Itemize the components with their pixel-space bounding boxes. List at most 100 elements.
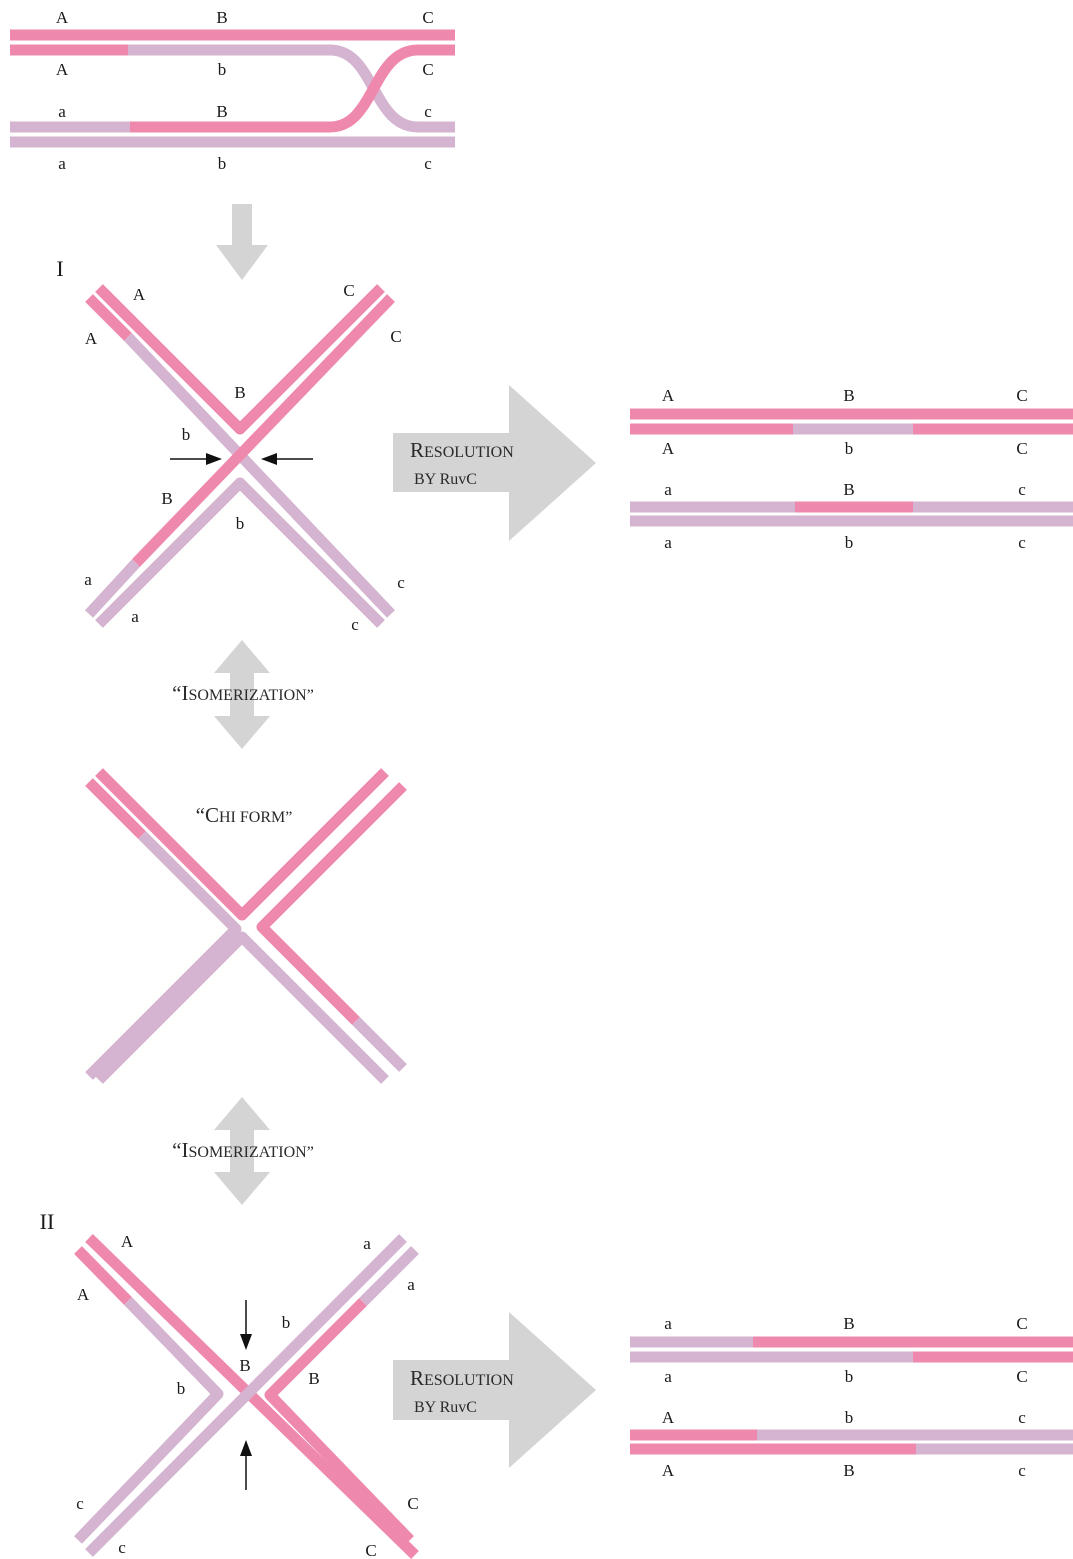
prod-II-r1-1: a [664, 1314, 672, 1333]
resolution-II-products [630, 1336, 1073, 1455]
resolution-I-products [630, 408, 1073, 527]
resolution-II-label: RESOLUTION [410, 1366, 514, 1390]
resolution-I-arrow-icon [393, 385, 596, 541]
form-I-center-bottom: b [236, 514, 245, 533]
form-I-label: I [56, 256, 63, 281]
prod-I-r4-1: a [664, 533, 672, 552]
prod-II-r2-3: C [1016, 1367, 1027, 1386]
top-s2-label-2: b [218, 60, 227, 79]
top-s1-label-1: A [56, 8, 69, 27]
form-I-left-inner-pink [85, 294, 132, 341]
chi-bottom-lavender [95, 931, 389, 1084]
strand-3-crossover [130, 44, 455, 133]
form-II-diagonal-lavender [85, 1234, 407, 1557]
prod-I-r3-2: B [843, 480, 854, 499]
form-I-ur-inner: C [390, 327, 401, 346]
form-II-label: II [40, 1209, 55, 1234]
prod-II-r1-2: B [843, 1314, 854, 1333]
prod-II-r2-2: b [845, 1367, 854, 1386]
isomerization-2-label: “ISOMERIZATION” [172, 1138, 314, 1162]
top-s1-label-3: C [422, 8, 433, 27]
top-duplexes [10, 29, 455, 148]
top-s1-label-2: B [216, 8, 227, 27]
down-arrow-icon [216, 204, 268, 280]
chi-left-pink-end [85, 778, 146, 839]
form-II-junction [74, 1234, 419, 1559]
form-I-junction [84, 284, 395, 628]
isomerization-1-double-arrow-icon [214, 640, 270, 749]
prod-II-r4-3: c [1018, 1461, 1026, 1480]
form-I-left-inner-lavender [84, 559, 141, 618]
form-I-ul-inner: A [85, 329, 98, 348]
resolution-I-label: RESOLUTION [410, 438, 514, 462]
form-I-center-left: b [182, 425, 191, 444]
chi-right-lavender-end [352, 1017, 407, 1072]
form-II-ur-outer: a [363, 1234, 371, 1253]
resolution-II-sublabel: BY RuvC [414, 1399, 477, 1416]
top-s4-label-3: c [424, 154, 432, 173]
chi-top-pink [95, 768, 389, 921]
prod-I-r2-1: A [662, 439, 675, 458]
prod-II-r1-3: C [1016, 1314, 1027, 1333]
form-I-ul-outer: A [133, 285, 146, 304]
form-I-inner-pink [132, 294, 395, 567]
chi-left-lavender [85, 831, 242, 1080]
form-II-center-B: B [239, 1356, 250, 1375]
prod-I-r2-3: C [1016, 439, 1027, 458]
form-I-ll-outer: a [84, 570, 92, 589]
prod-II-r3-2: b [845, 1408, 854, 1427]
prod-II-r4-2: B [843, 1461, 854, 1480]
prod-I-r1-3: C [1016, 386, 1027, 405]
prod-II-r3-3: c [1018, 1408, 1026, 1427]
form-II-right-pink [264, 1298, 414, 1544]
strand-2-crossover [128, 44, 455, 133]
form-I-top-outer [95, 284, 385, 435]
form-II-right-B: B [308, 1369, 319, 1388]
form-II-ul-inner: A [77, 1285, 90, 1304]
form-I-left-lower: B [161, 489, 172, 508]
isomerization-2-double-arrow-icon [214, 1097, 270, 1205]
chi-right-pink [256, 782, 407, 1025]
top-s3-label-2: B [216, 102, 227, 121]
form-II-left-lavender [74, 1297, 224, 1544]
form-II-lr-outer: C [407, 1494, 418, 1513]
form-I-inner-lavender [124, 333, 395, 618]
top-s3-label-3: c [424, 102, 432, 121]
form-II-center-b-upper: b [282, 1313, 291, 1332]
resolution-II-arrow-icon [393, 1312, 596, 1468]
resolution-I-sublabel: BY RuvC [414, 471, 477, 488]
prod-I-r3-3: c [1018, 480, 1026, 499]
prod-I-r2-2: b [845, 439, 854, 458]
prod-II-r4-1: A [662, 1461, 675, 1480]
prod-I-r4-3: c [1018, 533, 1026, 552]
prod-I-r1-2: B [843, 386, 854, 405]
top-s2-label-3: C [422, 60, 433, 79]
isomerization-1-label: “ISOMERIZATION” [172, 681, 314, 705]
top-s2-label-1: A [56, 60, 69, 79]
prod-II-r3-1: A [662, 1408, 675, 1427]
form-II-right-lavender-end [359, 1246, 419, 1306]
top-s3-label-1: a [58, 102, 66, 121]
form-I-ur-outer: C [343, 281, 354, 300]
top-s4-label-2: b [218, 154, 227, 173]
form-II-left-pink-end [74, 1246, 132, 1305]
form-II-lr-inner: C [365, 1541, 376, 1559]
prod-I-r3-1: a [664, 480, 672, 499]
form-I-lr-inner: c [351, 615, 359, 634]
prod-I-r1-1: A [662, 386, 675, 405]
top-s4-label-1: a [58, 154, 66, 173]
prod-I-r4-2: b [845, 533, 854, 552]
form-II-ul-outer: A [121, 1232, 134, 1251]
form-II-ll-inner: c [118, 1538, 126, 1557]
form-I-center-top: B [234, 383, 245, 402]
form-I-bottom-outer [95, 477, 385, 628]
form-II-ur-inner: a [407, 1275, 415, 1294]
form-I-lr-outer: c [397, 573, 405, 592]
form-II-left-b: b [177, 1379, 186, 1398]
chi-form-label: “CHI FORM” [196, 803, 293, 827]
prod-II-r2-1: a [664, 1367, 672, 1386]
form-II-ll-outer: c [76, 1494, 84, 1513]
chi-form-junction [85, 768, 407, 1084]
form-I-ll-inner: a [131, 607, 139, 626]
